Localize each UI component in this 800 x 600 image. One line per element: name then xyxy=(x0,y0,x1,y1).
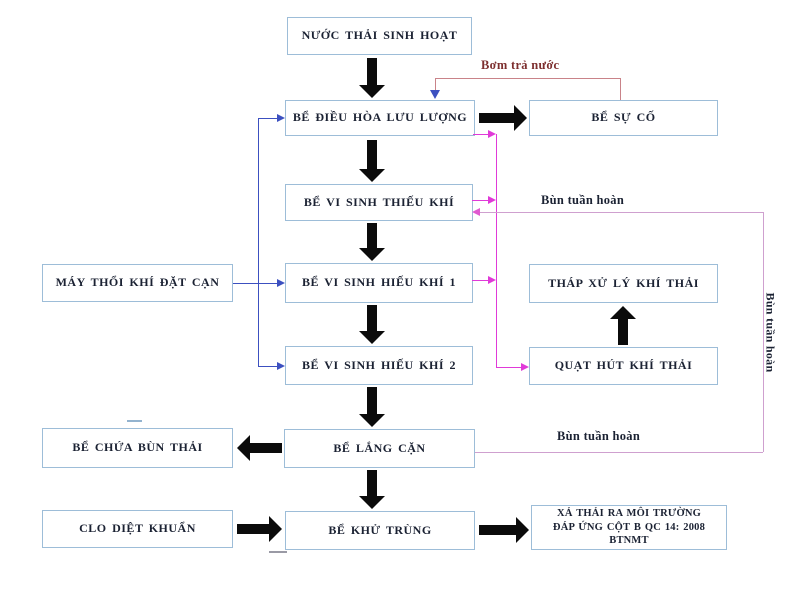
flow-arrow-right-icon xyxy=(237,516,282,542)
arrowhead-right-icon xyxy=(277,279,285,287)
aeration-line-to-hieu-khi-2 xyxy=(258,366,278,367)
node-be-vi-sinh-thieu-khi: BỂ VI SINH THIẾU KHÍ xyxy=(285,184,473,221)
node-label: BỂ VI SINH HIẾU KHÍ 1 xyxy=(302,275,456,290)
edge-label-bun-tuan-hoan-vertical: Bùn tuần hoàn xyxy=(763,292,778,373)
arrowhead-down-icon xyxy=(430,90,440,99)
aeration-line-vertical xyxy=(258,118,259,366)
arrowhead-right-icon xyxy=(277,362,285,370)
dash-mark xyxy=(269,551,287,553)
node-be-vi-sinh-hieu-khi-2: BỂ VI SINH HIẾU KHÍ 2 xyxy=(285,346,473,385)
node-be-su-co: BỂ SỰ CỐ xyxy=(529,100,718,136)
node-clo-diet-khuan: CLO DIỆT KHUẨN xyxy=(42,510,233,548)
node-label: BỂ VI SINH THIẾU KHÍ xyxy=(303,194,455,209)
node-label: CLO DIỆT KHUẨN xyxy=(79,521,196,536)
sludge-return-line-vertical xyxy=(763,212,764,452)
node-label: MÁY THỔI KHÍ ĐẶT CẠN xyxy=(55,275,220,290)
node-label: NƯỚC THẢI SINH HOẠT xyxy=(301,28,458,43)
gas-line-from-hieu-khi-1 xyxy=(472,280,488,281)
node-be-chua-bun-thai: BỂ CHỨA BÙN THẢI xyxy=(42,428,233,468)
node-be-vi-sinh-hieu-khi-1: BỂ VI SINH HIẾU KHÍ 1 xyxy=(285,263,473,303)
aeration-line-to-dieu-hoa xyxy=(258,118,278,119)
node-label: THÁP XỬ LÝ KHÍ THẢI xyxy=(548,275,699,290)
node-label-line1: XẢ THẢI RA MÔI TRƯỜNG xyxy=(557,508,701,520)
node-label: BỂ ĐIỀU HÒA LƯU LƯỢNG xyxy=(292,110,468,125)
return-water-line-horizontal xyxy=(435,78,621,79)
flow-arrow-down-icon xyxy=(359,58,385,98)
gas-line-from-dieu-hoa xyxy=(473,134,489,135)
node-be-dieu-hoa-luu-luong: BỂ ĐIỀU HÒA LƯU LƯỢNG xyxy=(285,100,475,136)
node-label: BỂ VI SINH HIẾU KHÍ 2 xyxy=(302,357,456,372)
flow-arrow-down-icon xyxy=(359,305,385,344)
flow-arrow-down-icon xyxy=(359,140,385,182)
edge-label-bun-tuan-hoan-bottom: Bùn tuần hoàn xyxy=(557,429,641,443)
flow-arrow-down-icon xyxy=(359,223,385,261)
flow-arrow-down-icon xyxy=(359,470,385,509)
return-water-line-right-drop xyxy=(620,78,621,100)
arrowhead-right-icon xyxy=(488,196,496,204)
flow-arrow-down-icon xyxy=(359,387,385,427)
arrowhead-right-icon xyxy=(277,114,285,122)
flow-arrow-up-icon xyxy=(610,306,636,345)
edge-label-bun-tuan-hoan-top: Bùn tuần hoàn xyxy=(541,193,625,207)
node-nuoc-thai-sinh-hoat: NƯỚC THẢI SINH HOẠT xyxy=(287,17,472,55)
flow-arrow-left-icon xyxy=(237,435,282,461)
arrowhead-right-icon xyxy=(521,363,529,371)
node-be-lang-can: BỂ LẮNG CẶN xyxy=(284,429,475,468)
gas-line-from-thieu-khi xyxy=(472,200,488,201)
node-label: BỂ LẮNG CẶN xyxy=(333,440,426,455)
node-may-thoi-khi-dat-can: MÁY THỔI KHÍ ĐẶT CẠN xyxy=(42,264,233,302)
aeration-line-from-blower xyxy=(233,283,278,284)
node-label: BỂ SỰ CỐ xyxy=(591,110,656,125)
arrowhead-right-icon xyxy=(488,276,496,284)
return-water-line-left-drop xyxy=(435,78,436,92)
sludge-line-from-lang-can xyxy=(475,452,763,453)
flow-arrow-right-icon xyxy=(479,105,527,131)
node-xa-thai-ra-moi-truong: XẢ THẢI RA MÔI TRƯỜNG ĐÁP ỨNG CỘT B QC 1… xyxy=(531,505,727,550)
flow-arrow-right-icon xyxy=(479,517,529,543)
gas-line-vertical xyxy=(496,134,497,367)
dash-mark xyxy=(127,420,142,422)
node-label: BỂ KHỬ TRÙNG xyxy=(328,522,432,537)
node-thap-xu-ly-khi-thai: THÁP XỬ LÝ KHÍ THẢI xyxy=(529,264,718,303)
node-label-line2: ĐÁP ỨNG CỘT B QC 14: 2008 BTNMT xyxy=(552,521,706,547)
gas-line-to-quat-hut xyxy=(496,367,522,368)
node-label: BỂ CHỨA BÙN THẢI xyxy=(72,440,203,455)
node-be-khu-trung: BỂ KHỬ TRÙNG xyxy=(285,511,475,550)
node-label: QUẠT HÚT KHÍ THẢI xyxy=(554,358,693,373)
edge-label-bom-tra-nuoc: Bơm trả nước xyxy=(481,58,560,72)
arrowhead-right-icon xyxy=(488,130,496,138)
arrowhead-left-icon xyxy=(472,208,480,216)
node-quat-hut-khi-thai: QUẠT HÚT KHÍ THẢI xyxy=(529,347,718,385)
sludge-return-line-top xyxy=(480,212,763,213)
